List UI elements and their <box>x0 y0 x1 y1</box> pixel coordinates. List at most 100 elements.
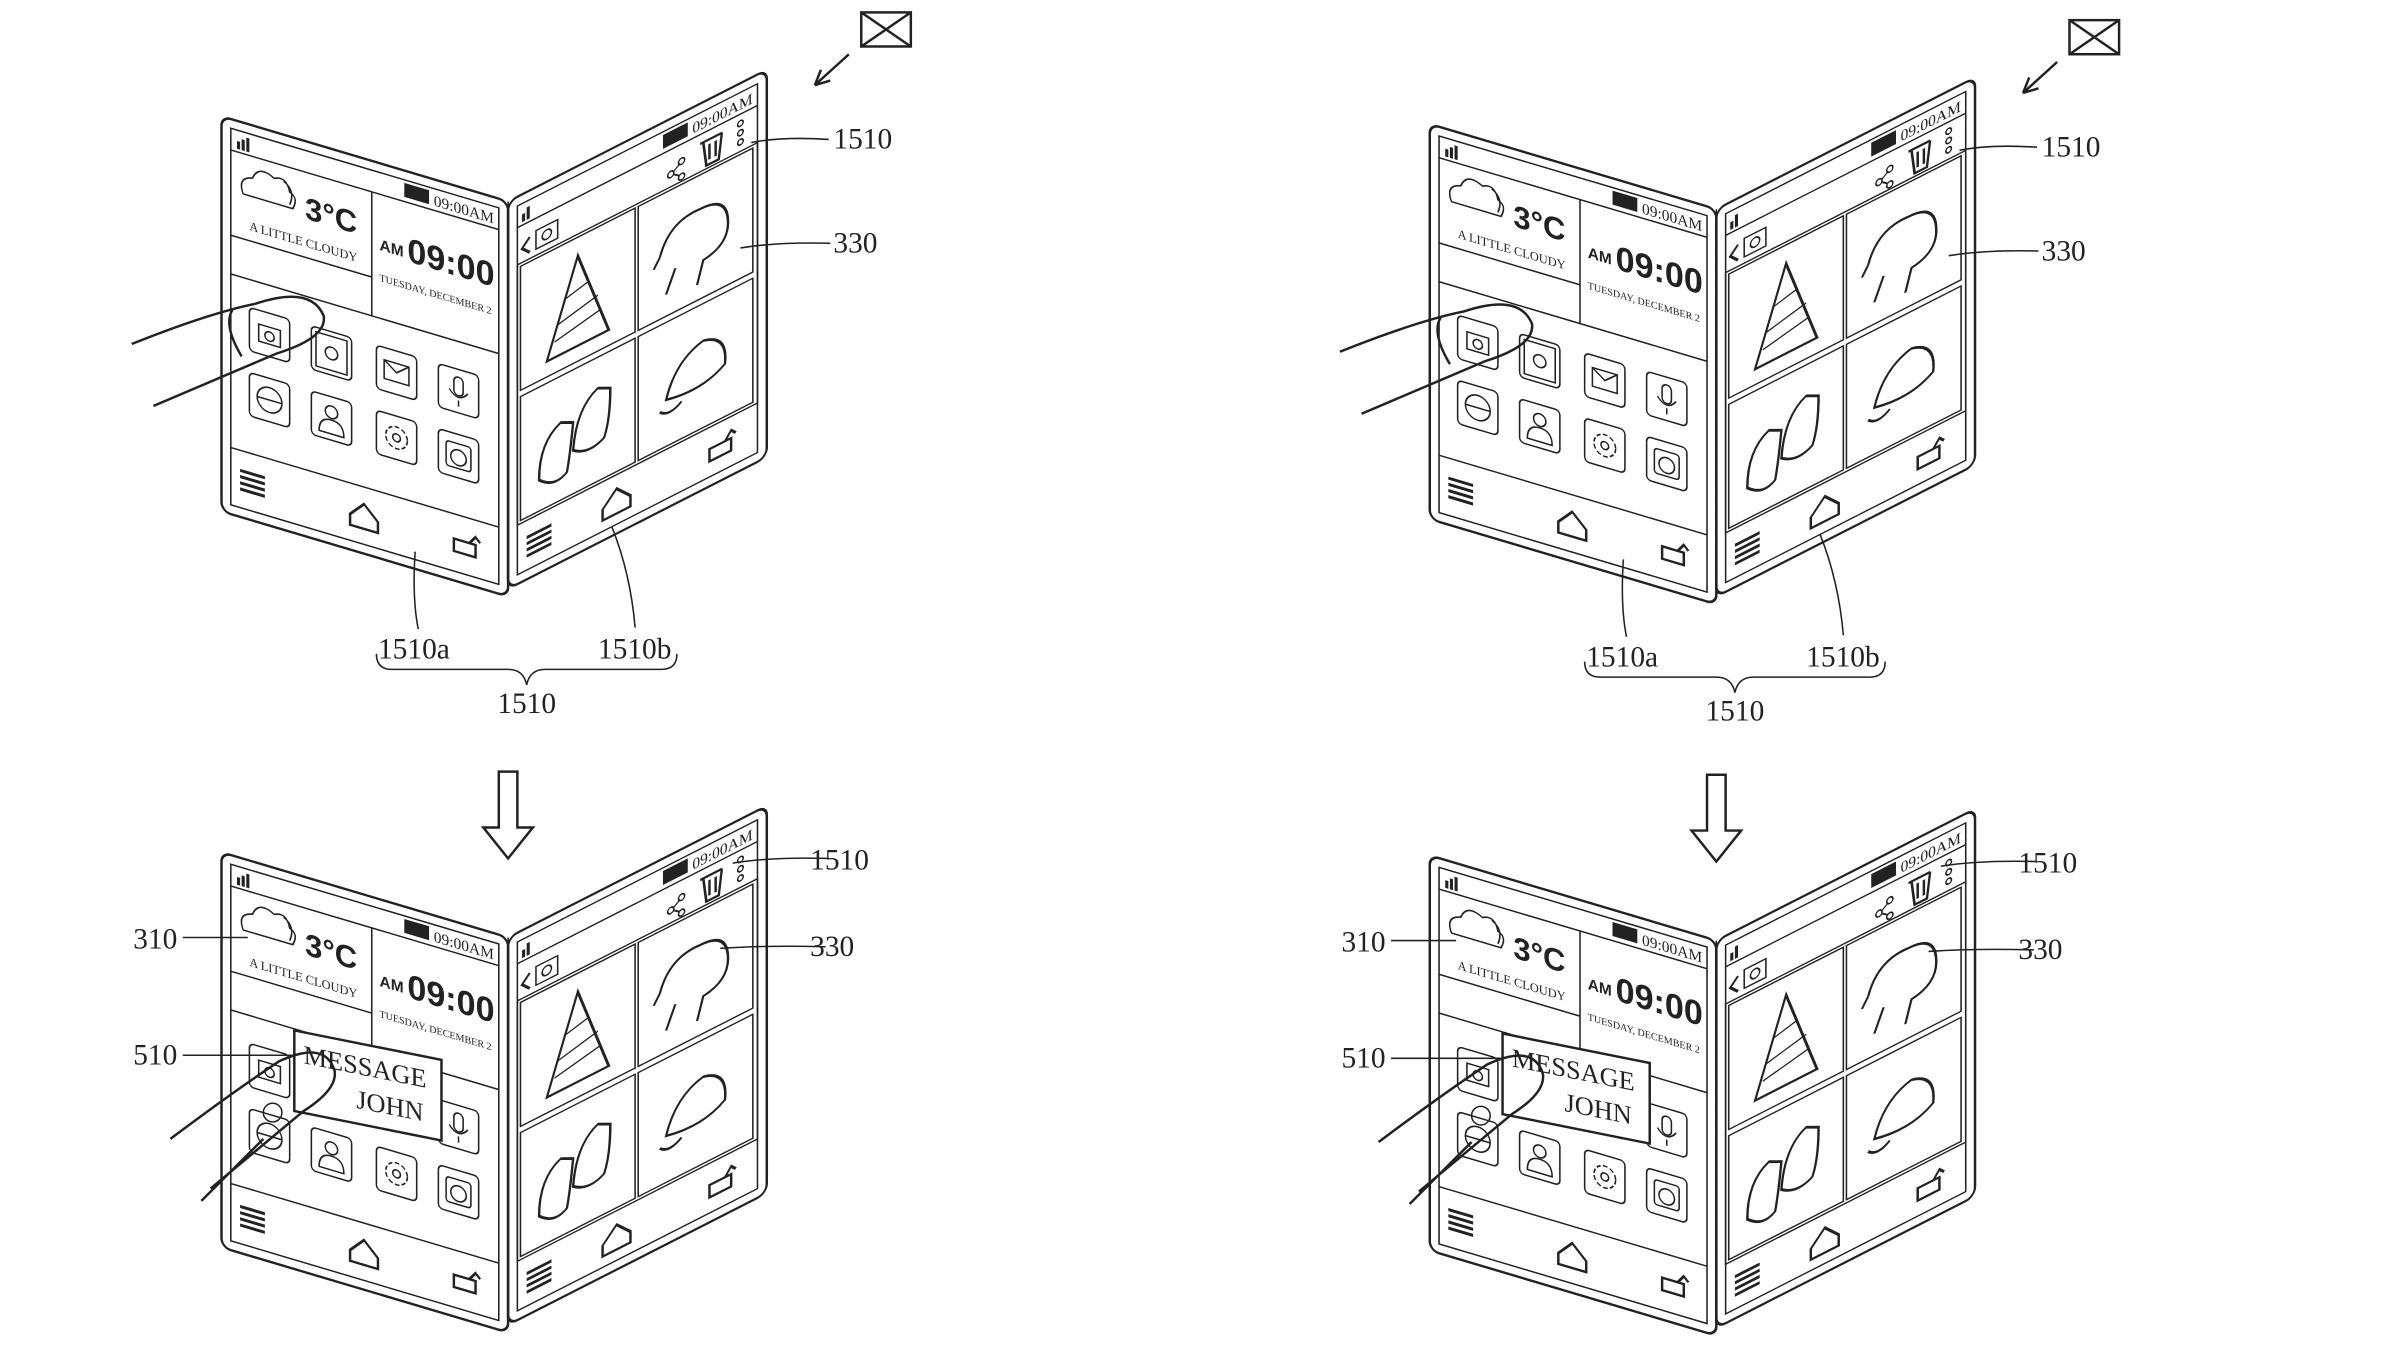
more-options-button[interactable] <box>736 855 745 883</box>
image-thumbnail-shoes[interactable] <box>1727 1076 1845 1261</box>
home-button[interactable] <box>1557 1239 1588 1274</box>
menu-button[interactable] <box>1734 531 1760 566</box>
back-icon <box>1916 1167 1945 1203</box>
delete-button[interactable] <box>700 867 724 905</box>
app-icon-microphone[interactable] <box>1645 371 1688 427</box>
app-icon-globe[interactable] <box>248 1108 291 1164</box>
label-1510: 1510 <box>2042 131 2101 163</box>
app-icon-camera[interactable] <box>1456 1046 1499 1102</box>
envelope-icon <box>2068 18 2121 56</box>
image-thumbnail-pig[interactable] <box>637 882 754 1068</box>
back-button[interactable] <box>708 428 737 464</box>
back-arrow-button[interactable] <box>1728 244 1739 264</box>
app-icon-alarm[interactable] <box>437 428 480 484</box>
share-button[interactable] <box>1875 895 1894 926</box>
camera-button[interactable] <box>1743 957 1767 990</box>
app-icon-microphone[interactable] <box>437 363 480 419</box>
image-thumbnail-hat[interactable] <box>637 277 754 462</box>
app-icon-settings[interactable] <box>375 410 418 466</box>
home-button[interactable] <box>601 1218 632 1259</box>
back-button[interactable] <box>708 1164 737 1200</box>
delete-button[interactable] <box>1908 870 1932 908</box>
temperature: 3°C <box>305 190 357 241</box>
camera-button[interactable] <box>1743 226 1767 259</box>
more-options-button[interactable] <box>1945 127 1953 154</box>
more-options-button[interactable] <box>1945 858 1953 886</box>
menu-button[interactable] <box>526 1259 552 1294</box>
back-button[interactable] <box>452 1267 482 1296</box>
app-icon-contacts[interactable] <box>1518 1130 1561 1185</box>
app-icon-camera[interactable] <box>1456 315 1499 371</box>
image-thumbnail-tree[interactable] <box>1727 214 1845 400</box>
menu-button[interactable] <box>1448 1207 1474 1238</box>
app-icon-globe[interactable] <box>1456 1111 1499 1167</box>
delete-button[interactable] <box>1908 139 1932 177</box>
camera-button[interactable] <box>535 954 559 987</box>
share-button[interactable] <box>666 892 686 922</box>
image-thumbnail-hat[interactable] <box>1845 1016 1962 1201</box>
image-thumbnail-shoes[interactable] <box>1727 344 1845 530</box>
share-button[interactable] <box>1875 164 1894 194</box>
image-thumbnail-tree[interactable] <box>1727 946 1845 1131</box>
image-thumbnail-tree[interactable] <box>519 206 636 392</box>
delete-button[interactable] <box>700 131 724 169</box>
image-thumbnail-pig[interactable] <box>1845 154 1962 340</box>
back-button[interactable] <box>1916 1167 1945 1203</box>
weather-widget-310[interactable]: 3°CA LITTLE CLOUDY <box>1448 904 1566 1004</box>
back-arrow-button[interactable] <box>520 972 531 992</box>
app-icon-camera[interactable] <box>248 307 291 363</box>
image-thumbnail-hat[interactable] <box>637 1013 754 1198</box>
home-button[interactable] <box>348 1236 380 1271</box>
weather-widget-310[interactable]: 3°CA LITTLE CLOUDY <box>240 165 357 265</box>
image-thumbnail-shoes[interactable] <box>519 337 636 522</box>
back-button[interactable] <box>1916 436 1945 472</box>
share-button[interactable] <box>666 156 686 186</box>
menu-button[interactable] <box>526 523 552 558</box>
app-icon-mail[interactable] <box>375 345 418 401</box>
app-icon-microphone[interactable] <box>1645 1102 1688 1158</box>
home-button[interactable] <box>601 482 632 523</box>
menu-button[interactable] <box>1448 476 1474 506</box>
app-icon-contacts[interactable] <box>310 391 353 446</box>
camera-button[interactable] <box>535 218 559 251</box>
image-thumbnail-pig[interactable] <box>1845 886 1962 1071</box>
app-icon-alarm[interactable] <box>1645 436 1688 492</box>
app-icon-alarm[interactable] <box>437 1164 480 1220</box>
back-arrow-button[interactable] <box>1728 975 1739 995</box>
weather-widget-310[interactable]: 3°CA LITTLE CLOUDY <box>240 901 357 1001</box>
image-thumbnail-tree[interactable] <box>519 942 636 1128</box>
home-button[interactable] <box>1557 508 1588 543</box>
menu-button[interactable] <box>240 1204 265 1234</box>
app-icon-globe[interactable] <box>248 372 291 428</box>
app-icon-microphone[interactable] <box>437 1099 480 1155</box>
app-icon-globe[interactable] <box>1456 380 1499 436</box>
menu-button[interactable] <box>240 468 265 498</box>
weather-widget-310[interactable]: 3°CA LITTLE CLOUDY <box>1448 173 1566 273</box>
app-icon-settings[interactable] <box>1583 418 1626 473</box>
app-icon-settings[interactable] <box>375 1146 418 1202</box>
image-thumbnail-hat[interactable] <box>1845 284 1962 470</box>
app-icon-mail[interactable] <box>1583 353 1626 408</box>
app-icon-camera[interactable] <box>248 1043 291 1099</box>
back-button[interactable] <box>1660 1270 1690 1299</box>
more-options-button[interactable] <box>736 119 745 147</box>
back-arrow-button[interactable] <box>520 236 531 256</box>
app-icon-contacts[interactable] <box>310 1127 353 1182</box>
app-icon-gallery[interactable] <box>310 326 353 381</box>
app-icon-contacts[interactable] <box>1518 398 1561 454</box>
back-button[interactable] <box>452 531 482 559</box>
app-icon-settings[interactable] <box>1583 1149 1626 1205</box>
home-button[interactable] <box>348 500 380 535</box>
back-button[interactable] <box>1660 539 1690 567</box>
menu-button[interactable] <box>1734 1262 1760 1297</box>
home-button[interactable] <box>1809 489 1840 531</box>
image-thumbnail-pig[interactable] <box>637 146 754 332</box>
home-button[interactable] <box>1809 1221 1840 1262</box>
image-thumbnail-shoes[interactable] <box>519 1073 636 1258</box>
app-icon-alarm[interactable] <box>1645 1168 1688 1223</box>
app-icon-gallery[interactable] <box>1518 333 1561 389</box>
chevron-left-icon <box>1728 244 1739 262</box>
